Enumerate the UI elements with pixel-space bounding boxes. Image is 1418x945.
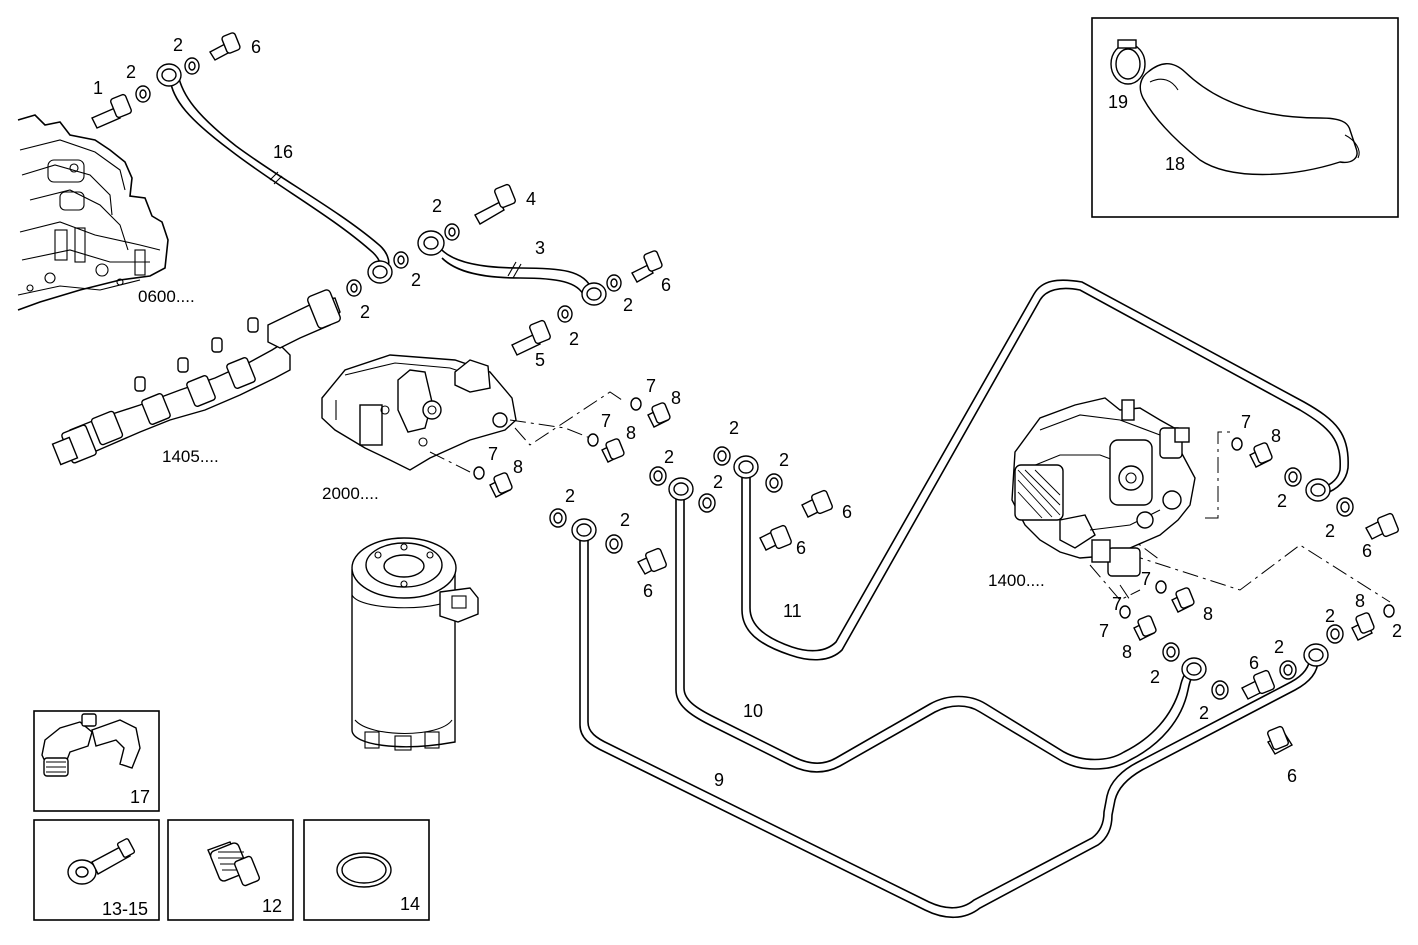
callout-2: 2 [664,447,674,467]
callout-2: 2 [411,270,421,290]
fuel-filter [351,537,479,751]
callout-2: 2 [623,295,633,315]
ref-filter-support: 2000.... [322,484,379,503]
callout-18: 18 [1165,154,1185,174]
ref-fuel-rail: 1405.... [162,447,219,466]
inset-captions: 17 13-15 12 14 [102,787,420,919]
callout-16: 16 [273,142,293,162]
callout-2: 2 [1150,667,1160,687]
callout-6: 6 [1362,541,1372,561]
callout-1: 1 [93,78,103,98]
callout-6: 6 [251,37,261,57]
pipe-16 [156,63,393,284]
callout-6: 6 [1287,766,1297,786]
callout-7: 2 [1392,621,1402,641]
callout-8: 8 [1271,426,1281,446]
leader-lines [429,391,1391,603]
callout-2: 2 [565,486,575,506]
inset-banjo-fitting [33,819,160,921]
caption-o-ring: 14 [400,894,420,914]
caption-quick-coupling: 17 [130,787,150,807]
callout-2: 2 [713,472,723,492]
callout-6: 6 [796,538,806,558]
callout-9: 9 [714,770,724,790]
callout-6: 6 [842,502,852,522]
caption-adapter: 12 [262,896,282,916]
callout-2: 2 [360,302,370,322]
top-fittings [91,32,663,356]
inset-hose-kit [1091,17,1399,218]
callout-2: 2 [126,62,136,82]
caption-banjo-fitting: 13-15 [102,899,148,919]
callout-2: 2 [779,450,789,470]
callout-8: 8 [513,457,523,477]
callout-10: 10 [743,701,763,721]
callout-7: 7 [1099,621,1109,641]
callout-4: 4 [526,189,536,209]
callout-7: 7 [1112,594,1122,614]
filter-support [321,354,517,471]
callout-7: 7 [601,411,611,431]
engine-block [17,114,169,311]
pipe-fittings [549,446,833,575]
inset-adapter [167,819,294,921]
high-pressure-pump [1011,397,1196,577]
callout-2: 2 [1274,637,1284,657]
callout-2: 2 [569,329,579,349]
fittings-filter-support [473,397,671,498]
callout-3: 3 [535,238,545,258]
callout-7: 7 [1141,569,1151,589]
reference-labels: 0600.... 1405.... 2000.... 1400.... [138,287,1045,590]
callout-8: 8 [1355,591,1365,611]
callout-2: 2 [729,418,739,438]
callout-11: 11 [783,601,802,621]
callout-8: 8 [1122,642,1132,662]
callout-2: 2 [1277,491,1287,511]
callout-2: 2 [620,510,630,530]
inset-o-ring [303,819,430,921]
callout-2: 2 [173,35,183,55]
callout-5: 5 [535,350,545,370]
pipe-10 [668,477,1207,773]
callout-2: 2 [1325,606,1335,626]
fittings-pump [1119,437,1399,755]
callout-7: 7 [1241,412,1251,432]
callout-8: 8 [1203,604,1213,624]
pipe-9 [571,518,1329,919]
callout-2: 2 [432,196,442,216]
pipe-11 [733,279,1349,661]
callout-2: 2 [1325,521,1335,541]
callout-2: 2 [1199,703,1209,723]
callout-19: 19 [1108,92,1128,112]
callout-labels: 1 2 2 6 16 2 4 3 6 2 2 2 2 5 7 8 7 8 7 8… [93,35,1402,790]
callout-6: 6 [643,581,653,601]
pipe-3 [417,230,607,306]
inset-quick-coupling [33,710,160,812]
ref-engine-block: 0600.... [138,287,195,306]
callout-6: 6 [1249,653,1259,673]
callout-8: 8 [626,423,636,443]
callout-7: 7 [488,444,498,464]
callout-6: 6 [661,275,671,295]
fuel-rail [51,289,341,466]
callout-7: 7 [646,376,656,396]
callout-8: 8 [671,388,681,408]
ref-high-pressure-pump: 1400.... [988,571,1045,590]
